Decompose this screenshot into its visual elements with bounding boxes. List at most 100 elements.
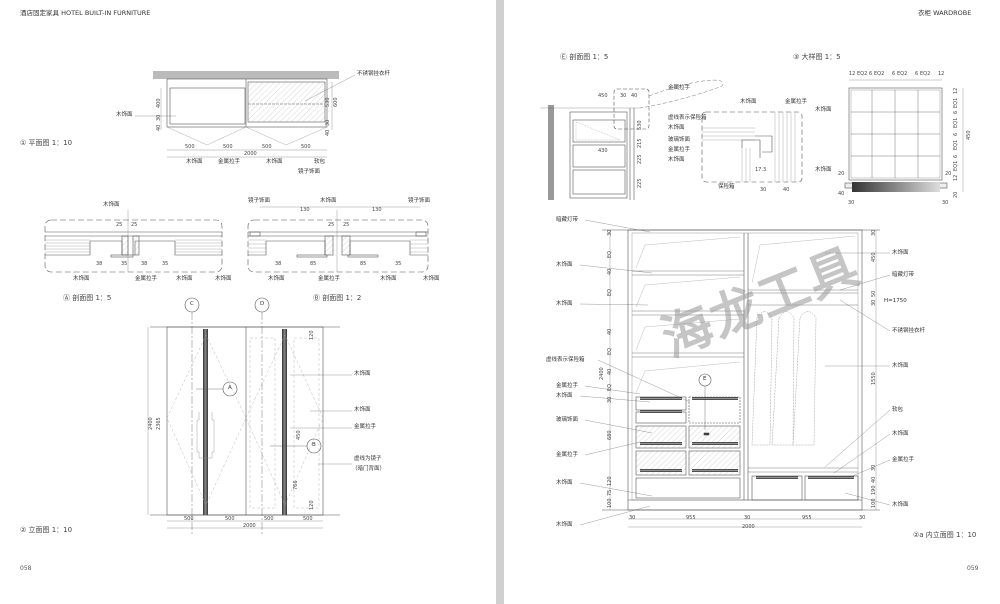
callout-label: 镜子饰面 <box>298 169 321 175</box>
dimension-label: 430 <box>598 148 608 154</box>
callout-label: 木饰面 <box>815 167 832 173</box>
dimension-label: 30 <box>859 515 866 521</box>
dimension-label: 6 <box>869 71 873 77</box>
callout-label: 木饰面 <box>320 198 337 204</box>
section-marker-a: A <box>228 385 232 391</box>
detail-3-drawing <box>844 79 964 192</box>
dimension-label: EQ2 <box>857 71 868 77</box>
callout-label: 玻璃饰面 <box>668 137 691 143</box>
header-right: 衣柜 WARDROBE <box>918 9 972 17</box>
elevation-title: ② 立面图 1：10 <box>20 526 73 534</box>
dimension-label: 30 <box>942 200 949 206</box>
dimension-label: 20 <box>838 171 845 177</box>
dimension-label: 955 <box>686 515 696 521</box>
dimension-label: 100 <box>607 498 613 508</box>
dimension-label: 30 <box>848 200 855 206</box>
dimension-label: 766 <box>293 480 299 490</box>
dimension-label: 120 <box>607 476 613 486</box>
callout-label: 木饰面 <box>186 159 203 165</box>
dimension-label: EQ <box>607 250 613 258</box>
header-left: 酒店固定家具 HOTEL BUILT-IN FURNITURE <box>20 9 151 17</box>
callout-label: 金属拉手 <box>556 383 579 389</box>
dimension-label: 2000 <box>243 523 256 529</box>
dimension-label: 500 <box>225 516 235 522</box>
dimension-label: 17.3 <box>755 167 767 173</box>
callout-label: 金属拉手 <box>135 276 158 282</box>
dimension-label: 450 <box>296 430 302 440</box>
dimension-label: 35 <box>162 261 169 267</box>
page-number-left: 058 <box>20 565 32 572</box>
callout-label: 不锈钢挂衣杆 <box>892 328 926 334</box>
dimension-label: 190 <box>871 485 877 495</box>
dimension-label: 450 <box>871 252 877 262</box>
dimension-label: 500 <box>185 144 195 150</box>
dimension-label: 40 <box>783 187 790 193</box>
callout-label: 金属拉手 <box>556 452 579 458</box>
callout-label: 木饰面 <box>556 262 573 268</box>
callout-label: 木饰面 <box>815 107 832 113</box>
dimension-label: EQ <box>607 347 613 355</box>
section-a-drawing <box>44 210 223 273</box>
dimension-label: 955 <box>802 515 812 521</box>
callout-label: 木饰面 <box>556 480 573 486</box>
dimension-label: 120 <box>309 330 315 340</box>
dimension-label: 130 <box>300 207 310 213</box>
dimension-label: 30 <box>607 229 613 236</box>
callout-label: 木饰面 <box>176 276 193 282</box>
callout-label: 镜子饰面 <box>248 198 271 204</box>
dimension-label: 30 <box>620 93 627 99</box>
callout-label: 木饰面 <box>892 502 909 508</box>
dimension-label: 38 <box>141 261 148 267</box>
dimension-label: 30 <box>156 114 162 121</box>
dimension-label: 6 <box>915 71 919 77</box>
callout-label: 木饰面 <box>103 202 120 208</box>
dimension-label: 500 <box>223 144 233 150</box>
dimension-label: EQ1 <box>953 160 959 171</box>
callout-label: 金属拉手 <box>668 147 691 153</box>
section-marker-e: E <box>703 376 707 382</box>
dimension-label: 680 <box>607 430 613 440</box>
dimension-label: 40 <box>156 124 162 131</box>
dimension-label: 35 <box>395 261 402 267</box>
callout-label: 虚线表示保险箱 <box>668 115 707 121</box>
dimension-label: 40 <box>838 191 845 197</box>
section-e-title: Ⓔ 剖面图 1：5 <box>560 53 609 61</box>
callout-label: 软包 <box>892 407 904 413</box>
dimension-label: 40 <box>607 368 613 375</box>
callout-label: 木饰面 <box>215 276 232 282</box>
dimension-label: EQ2 <box>920 71 931 77</box>
callout-label: 金属拉手 <box>218 159 241 165</box>
dimension-label: 85 <box>360 261 367 267</box>
dimension-label: 1550 <box>871 372 877 385</box>
dimension-label: 500 <box>264 516 274 522</box>
callout-label: 木饰面 <box>73 276 90 282</box>
callout-label: 金属拉手 <box>354 424 377 430</box>
dimension-label: 6 <box>953 154 959 158</box>
callout-label: 木饰面 <box>892 250 909 256</box>
section-a-title: Ⓐ 剖面图 1：5 <box>63 294 112 302</box>
dimension-label: 12 <box>849 71 856 77</box>
dimension-label: EQ1 <box>953 117 959 128</box>
callout-label: 暗藏灯带 <box>892 272 915 278</box>
callout-label: 暗藏灯带 <box>556 217 579 223</box>
dimension-label: 25 <box>131 222 138 228</box>
dimension-label: 30 <box>607 396 613 403</box>
page-number-right: 059 <box>967 565 979 572</box>
dimension-label: 30 <box>629 515 636 521</box>
callout-label: 金属拉手 <box>892 457 915 463</box>
dimension-label: 40 <box>631 93 638 99</box>
callout-label: 木饰面 <box>556 522 573 528</box>
dimension-label: 85 <box>310 261 317 267</box>
plan-drawing <box>135 71 356 158</box>
dimension-label: 12 <box>938 71 945 77</box>
dimension-label: 40 <box>871 476 877 483</box>
callout-label: 木饰面 <box>380 276 397 282</box>
section-marker-c: C <box>190 301 194 307</box>
callout-label: 木饰面 <box>423 276 440 282</box>
section-b-title: Ⓑ 剖面图 1：2 <box>313 294 362 302</box>
dimension-label: 450 <box>598 93 608 99</box>
callout-label: 木饰面 <box>668 157 685 163</box>
dimension-label: 400 <box>156 98 162 108</box>
callout-label: 木饰面 <box>892 363 909 369</box>
